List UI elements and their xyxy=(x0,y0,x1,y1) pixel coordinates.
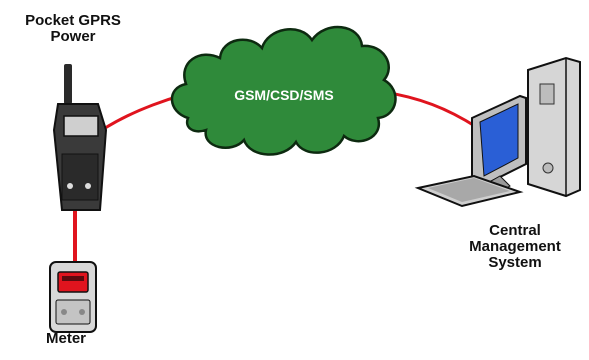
device-label: Pocket GPRS Power xyxy=(4,13,142,45)
cms-label-line2: Management xyxy=(469,238,561,255)
cms-label-line3: System xyxy=(488,254,542,271)
meter-icon xyxy=(49,261,97,333)
network-label: GSM/CSD/SMS xyxy=(234,87,334,103)
device-label-line2: Power xyxy=(50,28,96,45)
gprs-device-icon xyxy=(52,64,108,211)
meter-label: Meter xyxy=(45,330,86,347)
device-label-line1: Pocket GPRS xyxy=(25,12,121,29)
cms-label-line1: Central xyxy=(489,222,541,239)
cms-label: Central Management System xyxy=(450,223,580,271)
computer-icon xyxy=(414,56,581,208)
network-cloud-icon: GSM/CSD/SMS xyxy=(170,25,397,156)
